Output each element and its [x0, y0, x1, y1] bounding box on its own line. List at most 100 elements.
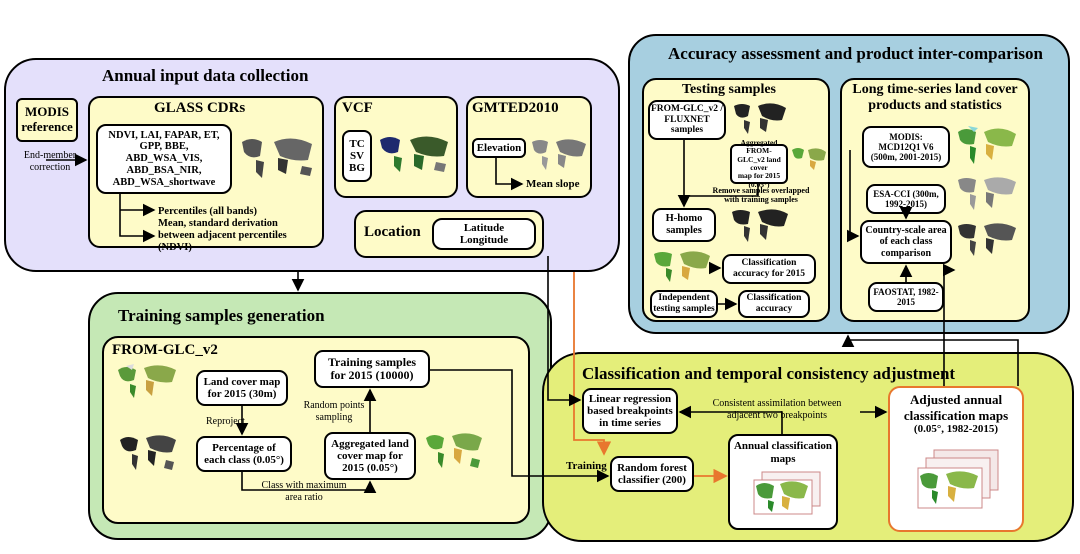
agg-glc-l1: Aggregated FROM- — [740, 137, 778, 156]
adjusted-maps-title: Adjusted annual classification maps (0.0… — [890, 392, 1022, 436]
from-glc-title: FROM-GLC_v2 — [112, 342, 218, 358]
orange-arrow-annual-to-classification — [573, 272, 612, 456]
esa-map-thumbnail — [958, 177, 1016, 210]
annual-input-title: Annual input data collection — [102, 66, 309, 85]
fluxnet-l2: FLUXNET — [664, 114, 710, 125]
glass-map-thumbnail — [236, 132, 318, 182]
adjusted-l3: (0.05°, 1982-2015) — [913, 423, 999, 436]
h-homo-box: H-homo samples — [652, 208, 716, 242]
annual-maps-l2: maps — [770, 452, 796, 465]
consistent-label: Consistent assimilation between adjacent… — [686, 398, 868, 421]
aggregated-l3: 2015 (0.05°) — [342, 462, 398, 475]
vcf-title: VCF — [342, 100, 373, 116]
elevation-label: Elevation — [476, 141, 522, 154]
arrow-elevation-slope — [495, 158, 524, 191]
acc2015-map-thumbnail — [654, 251, 710, 282]
linear-regression-box: Linear regression based breakpoints in t… — [582, 388, 678, 434]
acc-l1: Classification — [746, 293, 802, 304]
annual-maps-l1: Annual classification — [733, 440, 833, 452]
remove-l1: Remove samples overlapped — [712, 186, 810, 195]
vcf-items-box: TC SV BG — [342, 130, 372, 182]
independent-l2: testing samples — [653, 304, 715, 314]
glass-cdrs-title: GLASS CDRs — [154, 100, 246, 116]
faostat-l2: 2015 — [897, 297, 915, 307]
location-title: Location — [364, 224, 421, 240]
long-l1: Long time-series land cover — [852, 82, 1018, 97]
adjusted-maps-stack — [917, 449, 999, 509]
training-arrow-label: Training — [566, 460, 607, 472]
class-acc-2015-box: Classification accuracy for 2015 — [722, 254, 816, 284]
agg-glc-map-thumbnail — [792, 148, 826, 170]
fluxnet-l3: samples — [670, 125, 704, 136]
modis-reference-box: MODIS reference — [16, 98, 78, 142]
h-homo-map-thumbnail — [732, 209, 788, 242]
latitude-label: Latitude — [463, 221, 505, 234]
fluxnet-l1: FROM-GLC_v2 / — [650, 104, 724, 115]
mean-slope-label: Mean slope — [526, 178, 580, 190]
acc2015-l1: Classification — [741, 258, 797, 269]
class-max-label: Class with maximum area ratio — [248, 480, 360, 503]
long-series-title: Long time-series land cover products and… — [842, 82, 1028, 114]
elevation-box: Elevation — [472, 138, 526, 158]
mcd-l3: (500m, 2001-2015) — [870, 152, 942, 163]
longitude-label: Longitude — [459, 234, 509, 246]
reproject-label: Reproject — [206, 416, 245, 427]
esa-l2: 1992-2015) — [885, 199, 927, 209]
class-acc-box: Classification accuracy — [738, 290, 810, 318]
arrow-training-to-rf — [430, 369, 610, 483]
training-samples-box: Training samples for 2015 (10000) — [314, 350, 430, 388]
rf-l1: Random forest — [617, 461, 687, 474]
linreg-l2: based breakpoints — [587, 404, 673, 417]
glass-var-3: ABD_WSA_VIS, — [125, 153, 203, 165]
country-scale-box: Country-scale area of each class compari… — [860, 220, 952, 264]
linreg-l3: in time series — [599, 417, 661, 430]
acc-l2: accuracy — [755, 304, 793, 314]
h-homo-l1: H-homo — [665, 213, 703, 225]
aggregated-l1: Aggregated land — [331, 437, 409, 450]
random-points-l1: Random points — [303, 400, 365, 411]
adjusted-l1: Adjusted annual — [909, 392, 1003, 407]
aggregated-land-cover-box: Aggregated land cover map for 2015 (0.05… — [324, 432, 416, 480]
remove-samples-label: Remove samples overlapped with training … — [694, 186, 828, 204]
random-forest-box: Random forest classifier (200) — [610, 456, 694, 492]
aggregated-map-thumbnail — [426, 433, 482, 468]
gmted-title: GMTED2010 — [472, 100, 559, 116]
adjusted-l2: classification maps — [903, 407, 1009, 423]
independent-l1: Independent — [658, 293, 710, 304]
arrow-annual-input-right — [547, 256, 582, 407]
consistent-l1: Consistent assimilation between — [712, 398, 842, 409]
gmted-map-thumbnail — [532, 139, 586, 170]
country-l1: Country-scale area — [865, 225, 947, 237]
glass-var-2: GPP, BBE, — [139, 141, 189, 153]
accuracy-title: Accuracy assessment and product inter-co… — [668, 44, 1043, 63]
vcf-item-bg: BG — [349, 162, 365, 175]
percentiles-line-2: Mean, standard derivation — [158, 218, 278, 230]
h-homo-l2: samples — [666, 225, 702, 236]
arrow-to-faostat-group — [942, 263, 956, 386]
glass-var-4: ABD_BSA_NIR, — [126, 164, 202, 176]
consistent-l2: adjacent two breakpoints — [727, 409, 827, 421]
arrow-adjusted-to-accuracy — [841, 334, 1019, 386]
percentiles-line-3: between adjacent percentiles — [158, 230, 287, 242]
arrow-glass-percentiles — [119, 194, 156, 243]
vcf-item-tc: TC — [349, 137, 365, 150]
modis-map-thumbnail — [958, 126, 1016, 164]
vcf-map-thumbnail — [380, 136, 448, 172]
long-l2: products and statistics — [868, 98, 1002, 114]
percentage-l1: Percentage of — [212, 441, 276, 454]
agg-glc-l3: map for 2015 (0.05°) — [737, 171, 781, 189]
remove-l2: with training samples — [724, 195, 798, 205]
arrow-annual-maps-linreg — [678, 405, 783, 434]
mcd-l1: MODIS: — [889, 131, 923, 142]
from-glc-map-thumbnail — [118, 364, 176, 398]
vcf-item-sv: SV — [349, 149, 365, 162]
percentage-l2: each class (0.05°) — [204, 454, 284, 466]
independent-box: Independent testing samples — [650, 290, 718, 318]
glass-variables-box: NDVI, LAI, FAPAR, ET, GPP, BBE, ABD_WSA_… — [96, 124, 232, 194]
percentage-box: Percentage of each class (0.05°) — [196, 436, 292, 472]
classification-title: Classification and temporal consistency … — [582, 364, 956, 383]
percentiles-line-4: (NDVI) — [158, 242, 192, 254]
modis-mcd-box: MODIS: MCD12Q1 V6 (500m, 2001-2015) — [862, 126, 950, 168]
rf-l2: classifier (200) — [618, 474, 686, 486]
